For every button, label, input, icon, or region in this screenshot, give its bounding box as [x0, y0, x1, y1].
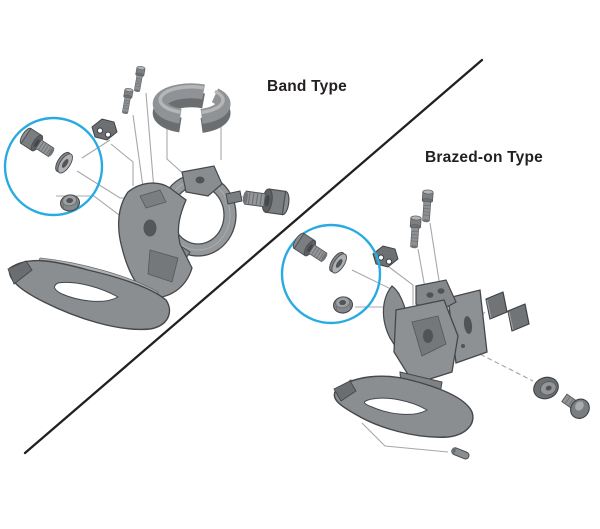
- brazed-on-assembly: [280, 189, 590, 460]
- brazed-mount-grommet: [533, 376, 559, 400]
- brazed-mount-bolt-icon: [561, 393, 590, 419]
- band-toothed-washer-icon: [52, 149, 76, 176]
- band-derailleur-body: [117, 182, 193, 299]
- band-clamp-bolt-left-icon: [120, 87, 134, 115]
- band-clamp-bolt-right-icon: [132, 65, 146, 93]
- brazed-highlight-group: [280, 223, 382, 325]
- band-cable-fixing-bolt-icon: [17, 125, 59, 162]
- brazed-backup-plates: [485, 291, 530, 332]
- brazed-cable-fixing-nut-icon: [331, 295, 355, 315]
- brazed-chain-guide-cage: [333, 375, 474, 438]
- band-type-assembly: [3, 65, 291, 331]
- brazed-cable-fixing-bolt-icon: [290, 230, 332, 267]
- band-highlight-group: [3, 116, 104, 217]
- band-adapter-ring: [152, 83, 231, 133]
- brazed-toothed-washer-icon: [326, 249, 350, 276]
- brazed-cable-end-pin: [451, 447, 470, 460]
- brazed-bolt-right-icon: [420, 189, 434, 224]
- divider-line: [23, 58, 484, 455]
- band-chain-guide-cage: [7, 257, 171, 331]
- band-clamp-fixing-bolt-icon: [240, 185, 291, 216]
- brazed-on-type-label: Brazed-on Type: [425, 149, 543, 166]
- brazed-bolt-left-icon: [408, 215, 422, 250]
- band-type-label: Band Type: [267, 78, 347, 95]
- band-highlight-circle: [3, 116, 104, 217]
- brazed-highlight-circle: [280, 223, 382, 325]
- band-cable-fixing-plate: [91, 118, 118, 141]
